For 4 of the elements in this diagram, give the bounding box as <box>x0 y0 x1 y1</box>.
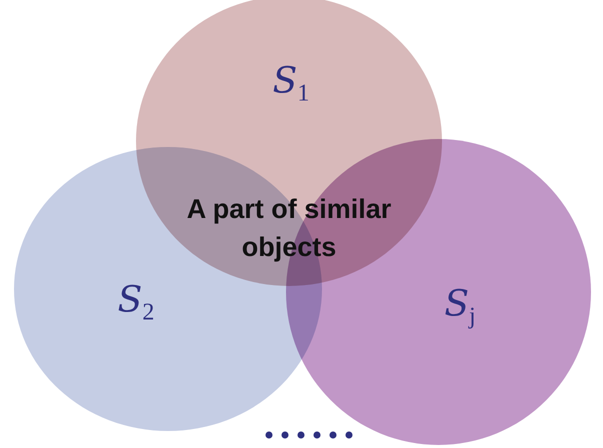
overlap-label: A part of similar objects <box>186 193 392 264</box>
set-label: S$_{2}$ <box>118 279 154 327</box>
set-label: S$_{j}$ <box>444 283 476 331</box>
set-label: S$_{1}$ <box>272 60 310 108</box>
